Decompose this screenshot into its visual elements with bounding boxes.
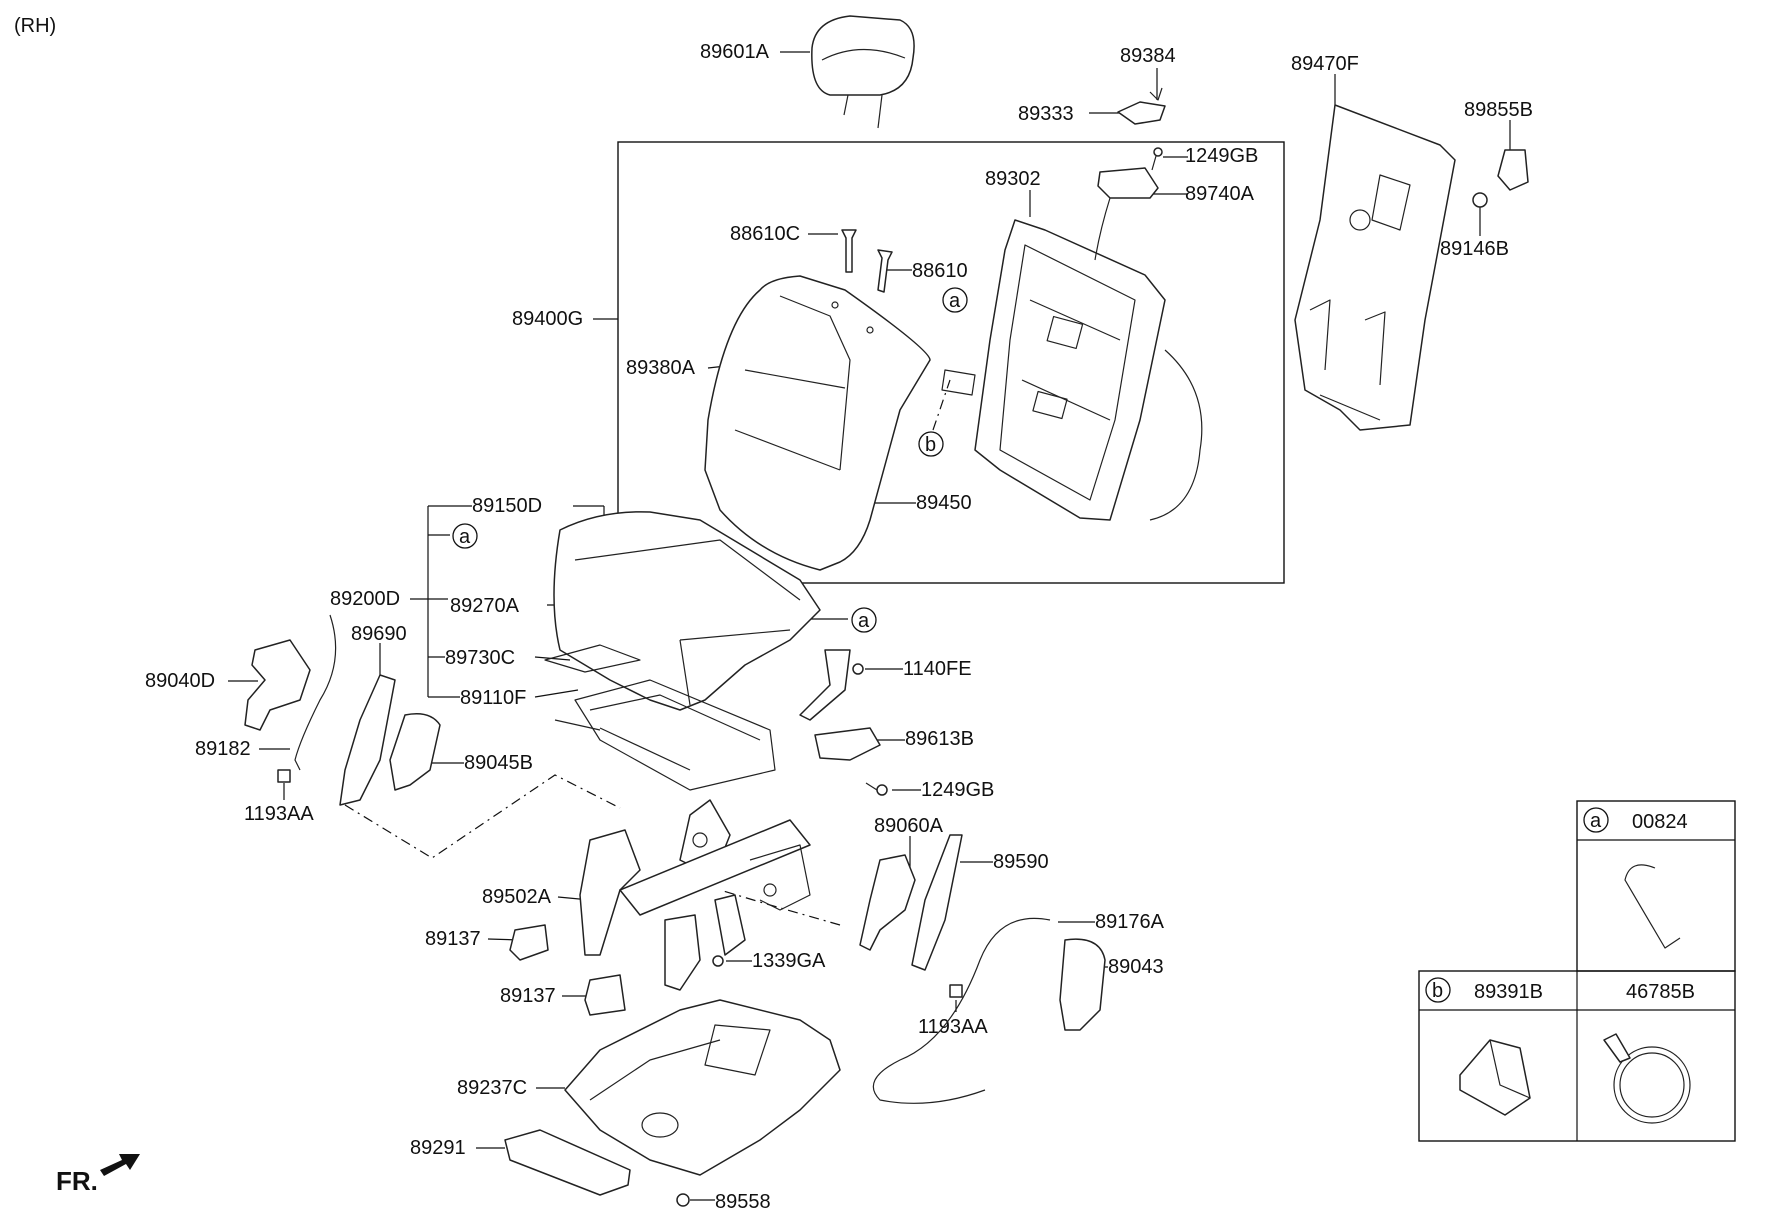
nut-1339GA-part: [712, 955, 724, 967]
side-cover-89040D-part: [244, 639, 311, 731]
part-label-89450: 89450: [916, 492, 972, 514]
seat-mat-part: [544, 644, 641, 673]
callout-b-frame-text: b: [925, 434, 936, 456]
part-label-89855B: 89855B: [1464, 99, 1533, 121]
part-label-89237C: 89237C: [457, 1077, 527, 1099]
seatback-cover-part: [704, 275, 931, 571]
legend-marker-b-text: b: [1432, 980, 1443, 1002]
part-label-89558: 89558: [715, 1191, 771, 1211]
bracket-1140FE-part: [799, 649, 864, 721]
bracket-89137-upper-part: [509, 924, 549, 961]
headrest-part: [811, 15, 915, 129]
seat-cushion-part: [553, 511, 821, 711]
bolt-1249GB-bottom-part: [865, 782, 888, 796]
headrest-guide-88610C-part: [841, 229, 857, 273]
trim-89613B-part: [814, 727, 881, 761]
part-label-1339GA: 1339GA: [752, 950, 826, 972]
seat-cushion-frame-part: [554, 679, 776, 791]
part-label-89137-upper: 89137: [425, 928, 481, 950]
bracket-89137-lower-part: [584, 974, 626, 1016]
cable-89176A-part: [872, 917, 1051, 1104]
recliner-plate-89690-part: [339, 674, 396, 806]
legend-part-89391B: 89391B: [1474, 981, 1543, 1003]
recliner-plate-89590-part: [911, 834, 963, 971]
part-label-89470F: 89470F: [1291, 53, 1359, 75]
part-label-1249GB-top: 1249GB: [1185, 145, 1258, 167]
part-label-89182: 89182: [195, 738, 251, 760]
part-label-89380A: 89380A: [626, 357, 696, 379]
legend-table: [1418, 800, 1736, 1142]
callout-a-side: [851, 607, 877, 633]
part-label-1193AA-left: 1193AA: [244, 803, 314, 825]
cover-89043-part: [1059, 938, 1106, 1031]
alignment-line-left: [344, 774, 621, 859]
legend-clip-89391B-part: [1459, 1039, 1531, 1116]
cable-89182-part: [294, 614, 337, 771]
legend-band-46785B-part: [1603, 1033, 1691, 1124]
seatback-frame-part: [941, 219, 1203, 521]
part-label-89176A: 89176A: [1095, 911, 1165, 933]
cover-89060A-part: [859, 854, 916, 951]
clip-89855B-part: [1497, 149, 1529, 191]
legend-part-46785B: 46785B: [1626, 981, 1695, 1003]
legend-marker-a: [1583, 807, 1609, 833]
nut-89558-part: [676, 1193, 690, 1207]
callout-b-frame: [918, 431, 944, 457]
part-label-89150D: 89150D: [472, 495, 542, 517]
part-label-89590: 89590: [993, 851, 1049, 873]
legend-marker-a-text: a: [1590, 810, 1602, 832]
cover-89045B-part: [389, 713, 441, 791]
part-label-89302: 89302: [985, 168, 1041, 190]
part-label-89613B: 89613B: [905, 728, 974, 750]
part-label-1249GB-bottom: 1249GB: [921, 779, 994, 801]
alignment-line-b: [932, 379, 951, 431]
part-label-89601A: 89601A: [700, 41, 770, 63]
seatback-rear-panel-part: [1294, 104, 1456, 431]
clip-89333-part: [1117, 87, 1166, 125]
skid-89291-part: [504, 1129, 631, 1196]
callout-a-cushion: [452, 523, 478, 549]
part-label-89291: 89291: [410, 1137, 466, 1159]
callout-a-side-text: a: [858, 610, 870, 632]
part-label-89690: 89690: [351, 623, 407, 645]
side-indicator: (RH): [14, 15, 56, 37]
part-label-89040D: 89040D: [145, 670, 215, 692]
seat-track-assembly-part: [579, 799, 811, 991]
legend-clip-00824-part: [1624, 864, 1681, 949]
part-label-88610C: 88610C: [730, 223, 800, 245]
legend-marker-b: [1425, 977, 1451, 1003]
callout-a-cushion-text: a: [459, 526, 471, 548]
front-arrow-icon: [100, 1154, 140, 1176]
part-label-89333: 89333: [1018, 103, 1074, 125]
part-label-89137-lower: 89137: [500, 985, 556, 1007]
part-label-89146B: 89146B: [1440, 238, 1509, 260]
front-indicator: FR.: [56, 1166, 98, 1196]
part-label-89384: 89384: [1120, 45, 1176, 67]
part-label-1193AA-right: 1193AA: [918, 1016, 988, 1038]
bolt-1193AA-left-part: [277, 769, 291, 783]
callout-a-seatback: [942, 287, 968, 313]
part-label-89740A: 89740A: [1185, 183, 1255, 205]
part-label-89043: 89043: [1108, 956, 1164, 978]
bolt-1193AA-right-part: [949, 984, 963, 998]
part-label-89110F: 89110F: [460, 687, 526, 709]
part-label-89730C: 89730C: [445, 647, 515, 669]
part-label-89200D: 89200D: [330, 588, 400, 610]
bolt-1249GB-top-part: [1151, 147, 1163, 171]
part-label-89502A: 89502A: [482, 886, 552, 908]
release-lever-part: [1094, 167, 1159, 261]
seat-pan-part: [564, 999, 841, 1176]
headrest-guide-88610-part: [877, 249, 893, 293]
part-label-1140FE: 1140FE: [903, 658, 972, 680]
part-label-88610: 88610: [912, 260, 968, 282]
callout-a-seatback-text: a: [949, 290, 961, 312]
part-label-89045B: 89045B: [464, 752, 533, 774]
nut-89146B-part: [1472, 192, 1488, 208]
part-label-89270A: 89270A: [450, 595, 520, 617]
part-label-89400G: 89400G: [512, 308, 583, 330]
legend-part-00824: 00824: [1632, 811, 1688, 833]
part-label-89060A: 89060A: [874, 815, 944, 837]
seatback-group-box: [617, 141, 1285, 584]
